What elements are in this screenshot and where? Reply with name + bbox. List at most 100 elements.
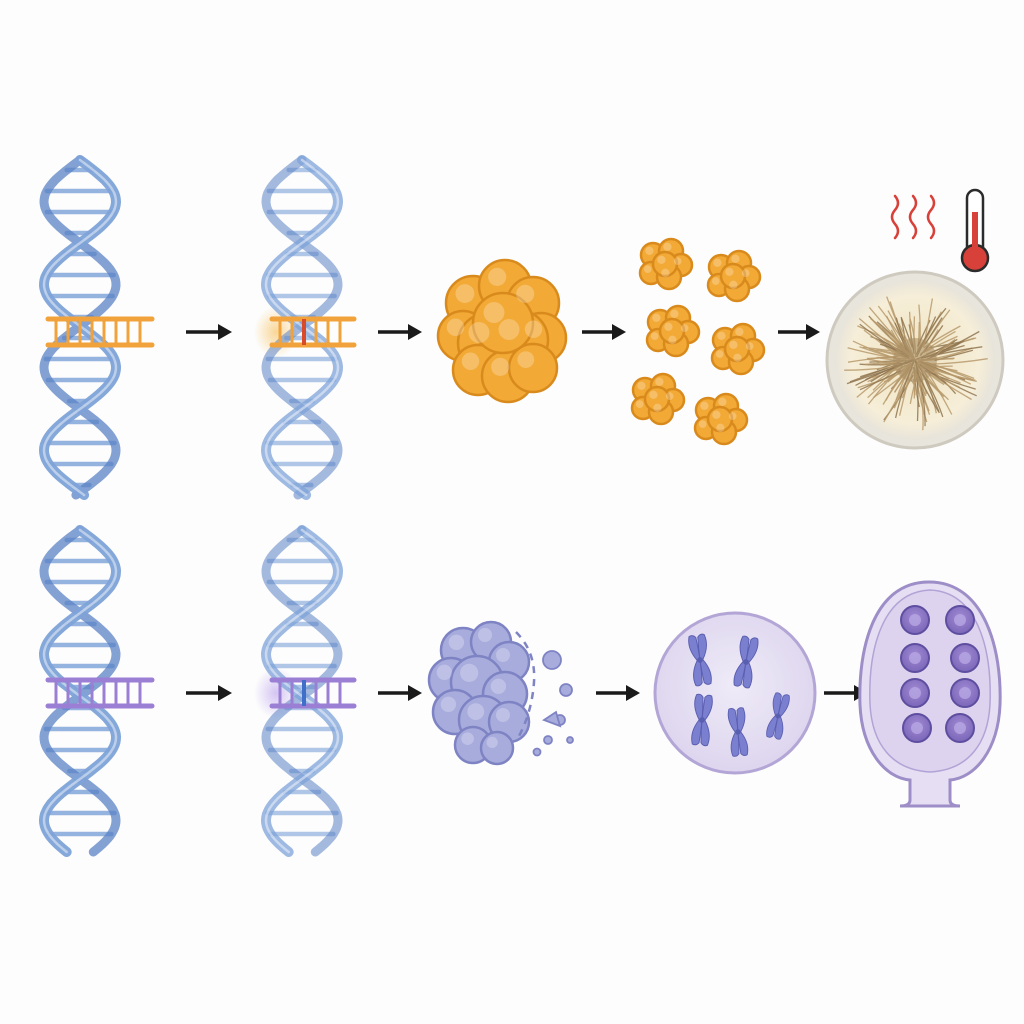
clump-shine <box>661 268 670 277</box>
clump-shine <box>700 401 709 410</box>
thermometer-icon <box>960 188 990 273</box>
clump-shine <box>486 736 498 749</box>
chromosome <box>727 707 749 757</box>
vesicle-core <box>954 722 966 734</box>
clump-shine <box>467 703 485 720</box>
chromatid <box>699 659 712 685</box>
fiber-strand <box>934 349 974 362</box>
vesicle-core <box>959 687 971 699</box>
clump-shine <box>643 265 652 273</box>
gene-segment-2b <box>269 677 357 709</box>
chromatid <box>745 637 759 664</box>
arrow-right-icon <box>186 324 232 340</box>
fibrous-growth <box>844 296 988 431</box>
clump-shine <box>468 322 490 343</box>
dna-strand-highlight <box>42 158 118 497</box>
vesicle-core <box>911 722 923 734</box>
vesicle-core <box>954 614 966 626</box>
clump-shine <box>490 678 507 694</box>
chromosome <box>733 635 759 689</box>
vesicle-core <box>909 687 921 699</box>
chromosome <box>691 693 713 747</box>
dna-strand-back <box>261 525 343 857</box>
clump-shine <box>717 331 726 340</box>
vesicle-core <box>909 614 921 626</box>
clump-shine <box>652 313 661 322</box>
clump-shine <box>733 353 742 362</box>
heat-wave <box>908 194 918 240</box>
arrow-head <box>218 685 232 701</box>
clump-shine <box>711 277 720 285</box>
clump-shine <box>670 309 679 318</box>
protein-clumps-group <box>630 237 766 446</box>
arrow-head <box>218 324 232 340</box>
clump-shine <box>461 352 480 370</box>
disintegrating-aggregate <box>427 620 574 766</box>
chromatid <box>774 715 784 740</box>
protein-aggregate-purple <box>427 620 531 766</box>
clump-shine <box>741 269 750 277</box>
gene-segment-2a <box>45 677 155 709</box>
heat-wave <box>926 194 936 240</box>
arrow-head <box>612 324 626 340</box>
heat-waves-icon <box>890 194 936 240</box>
dna-helix-2a <box>38 525 122 857</box>
centromere <box>699 717 705 723</box>
protein-clump <box>710 322 766 376</box>
dna-strand-front <box>38 525 122 857</box>
clump-shine <box>436 664 453 680</box>
chromosome <box>688 633 712 687</box>
clump-shine <box>665 392 674 400</box>
clump-lobe <box>651 250 679 278</box>
centromere <box>735 729 741 735</box>
clump-shine <box>653 403 662 412</box>
centromere <box>743 659 749 665</box>
clump-shine <box>440 696 457 712</box>
clump-lobe <box>706 405 734 433</box>
arrow-head <box>806 324 820 340</box>
chromatid <box>701 694 713 721</box>
chromosome <box>766 692 790 740</box>
clump-shine <box>716 423 725 432</box>
arrow-right-icon <box>186 685 232 701</box>
chromosome-cell <box>653 611 817 775</box>
clump-shine <box>461 732 474 745</box>
vesicle-core <box>959 652 971 664</box>
clump-shine <box>637 381 646 390</box>
arrow-head <box>626 685 640 701</box>
clump-shine <box>635 400 644 408</box>
arrow-head <box>408 685 422 701</box>
clump-shine <box>488 267 507 286</box>
fragment <box>532 747 542 757</box>
petri-dish <box>825 270 1005 450</box>
clump-shine <box>524 320 543 338</box>
gene-segment-1a <box>45 316 155 348</box>
arrow-right-icon <box>582 324 626 340</box>
clump-shine <box>725 267 734 276</box>
vesicle-sac <box>858 580 1002 808</box>
centromere <box>697 657 703 663</box>
chromatid <box>736 707 746 733</box>
clump-lobe <box>507 342 559 394</box>
gene-segment-1b <box>269 316 357 348</box>
clump-shine <box>498 319 520 340</box>
clump-shine <box>673 257 682 265</box>
protein-aggregate-large <box>436 258 568 404</box>
clump-lobe <box>723 335 751 363</box>
clump-shine <box>483 302 505 323</box>
clump-shine <box>649 390 658 399</box>
arrow-right-icon <box>778 324 820 340</box>
chromatid <box>737 731 749 756</box>
arrow-right-icon <box>378 324 422 340</box>
clump-shine <box>455 284 475 303</box>
arrow-head <box>408 324 422 340</box>
clump-shine <box>715 350 724 358</box>
clump-shine <box>735 327 744 336</box>
clump-shine <box>446 318 465 336</box>
clump-shine <box>478 628 492 642</box>
clump-shine <box>448 634 465 650</box>
clump-shine <box>745 342 754 350</box>
fragment <box>542 650 562 670</box>
vesicle-core <box>909 652 921 664</box>
